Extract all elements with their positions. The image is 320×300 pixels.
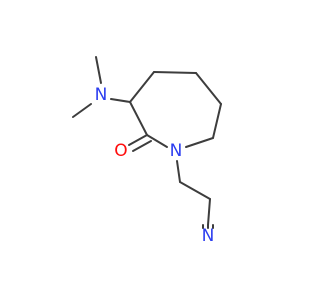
bond-ch2-ch2	[179, 181, 211, 200]
bond-n-to-c3	[110, 98, 131, 103]
bond-ring-c2-c3	[129, 101, 148, 136]
bond-ch2-to-nitrile-c	[207, 198, 211, 226]
bond-ring-c7-n	[185, 137, 214, 148]
atom-label-nitrile-n: N	[202, 226, 215, 246]
atom-label-dimethylamino-n: N	[95, 85, 108, 105]
bond-ring-n-c2	[146, 134, 168, 148]
bond-carbonyl-outer	[128, 134, 148, 146]
bond-methyl-lower	[72, 103, 92, 118]
bond-n-to-ch2	[176, 160, 181, 183]
bond-ring-c6-c7	[212, 103, 222, 139]
bond-ring-c5-c6	[195, 72, 222, 105]
atom-label-ring-n: N	[170, 141, 183, 161]
atom-label-carbonyl-o: O	[114, 141, 127, 161]
structure-canvas: N O N N	[72, 56, 222, 246]
molecule-structure: N O N N	[72, 56, 222, 246]
bond-methyl-upper	[95, 56, 102, 84]
bond-ring-c4-c5	[153, 71, 197, 74]
bond-carbonyl-inner	[132, 140, 152, 152]
bond-ring-c3-c4	[129, 71, 155, 103]
